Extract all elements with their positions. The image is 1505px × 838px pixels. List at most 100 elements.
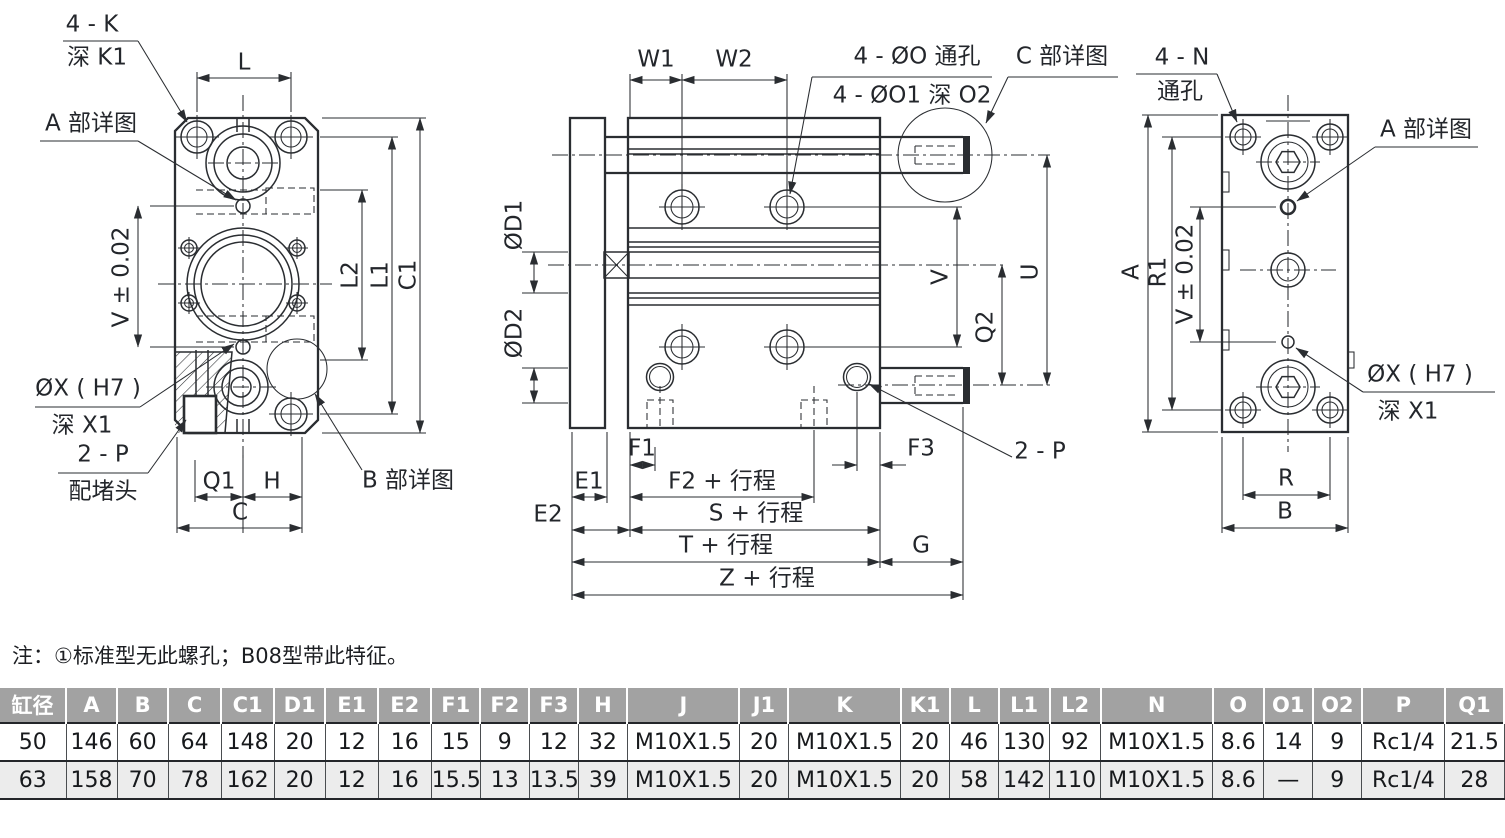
leader-label-plug: 配堵头 [69, 479, 138, 505]
table-header-cell: D1 [274, 688, 327, 723]
dim-label-r: R [1278, 466, 1294, 492]
table-cell: M10X1.5 [627, 723, 740, 761]
table-cell: 60 [117, 723, 169, 761]
leader-label-detail-c: C 部详图 [1016, 44, 1108, 70]
leader-label-o1: 4 - ØO1 深 O2 [833, 83, 992, 109]
table-cell: 58 [949, 761, 1000, 799]
right-view-dimensions: A R1 V ± 0.02 R B [1119, 114, 1349, 533]
leader-label-4n: 4 - N [1155, 45, 1210, 71]
table-header-cell: L2 [1049, 688, 1102, 723]
dim-label-vm: V [928, 269, 954, 285]
table-cell: 64 [168, 723, 222, 761]
table-cell: M10X1.5 [627, 761, 740, 799]
leader-label-detail-b: B 部详图 [362, 468, 454, 494]
table-cell: Rc1/4 [1361, 723, 1446, 761]
table-header-cell: K1 [900, 688, 951, 723]
table-cell: 32 [578, 723, 628, 761]
dim-label-e2: E2 [533, 502, 562, 528]
table-cell: 8.6 [1212, 761, 1265, 799]
table-cell: 20 [274, 723, 326, 761]
table-header-cell: 缸径 [0, 688, 68, 723]
leader-label-x: ØX ( H7 ) [35, 376, 141, 402]
dim-label-c1: C1 [396, 260, 422, 291]
dim-label-b: B [1277, 499, 1293, 525]
footnote: 注：①标准型无此螺孔；B08型带此特征。 [12, 644, 408, 668]
left-view-dimensions: L V ± 0.02 L2 L1 C1 Q1 H C [109, 50, 426, 533]
dim-label-z: Z + 行程 [719, 566, 815, 592]
table-cell: 9 [480, 723, 530, 761]
table-cell: 20 [900, 761, 951, 799]
table-cell: 8.6 [1212, 723, 1265, 761]
table-cell: 20 [739, 761, 789, 799]
table-cell: 13.5 [529, 761, 579, 799]
dim-label-s: S + 行程 [709, 501, 804, 527]
table-cell: 158 [66, 761, 118, 799]
leader-label-x-r: ØX ( H7 ) [1367, 362, 1473, 388]
table-cell: 9 [1312, 723, 1363, 761]
table-cell: 148 [221, 723, 275, 761]
table-cell: 50 [0, 723, 67, 761]
dim-label-g: G [912, 533, 930, 559]
table-header-cell: O [1212, 688, 1265, 723]
table-header-cell: H [578, 688, 629, 723]
table-cell: 63 [0, 761, 67, 799]
dim-label-q2: Q2 [973, 311, 999, 344]
dim-label-e1: E1 [574, 469, 603, 495]
table-cell: 110 [1049, 761, 1102, 799]
left-view: L V ± 0.02 L2 L1 C1 Q1 H C 4 - K 深 K1 A … [35, 12, 454, 533]
table-row: 50 146 60 64 148 20 12 16 15 9 12 32 M10… [0, 723, 1505, 761]
dim-label-l2: L2 [338, 261, 364, 288]
table-cell: 20 [900, 723, 951, 761]
table-cell: M10X1.5 [1100, 723, 1214, 761]
table-cell: 15.5 [431, 761, 481, 799]
table-header-cell: K [788, 688, 902, 723]
table-header-cell: E2 [378, 688, 433, 723]
dim-label-u: U [1018, 264, 1044, 281]
leader-label-detail-a: A 部详图 [45, 111, 137, 137]
table-header-cell: Q1 [1444, 688, 1505, 723]
dim-label-w1: W1 [637, 47, 674, 73]
dim-label-d1: ØD1 [502, 200, 528, 250]
table-cell: 78 [168, 761, 222, 799]
table-cell: 16 [378, 761, 432, 799]
table-header-row: 缸径 A B C C1 D1 E1 E2 F1 F2 F3 H J J1 K K… [0, 688, 1505, 723]
table-header-cell: C1 [221, 688, 276, 723]
table-cell: 162 [221, 761, 275, 799]
table-cell: 14 [1263, 723, 1314, 761]
table-header-cell: O2 [1312, 688, 1363, 723]
leader-label-x1-r: 深 X1 [1378, 399, 1439, 425]
middle-view-dimensions: W1 W2 ØD1 ØD2 V Q2 U F1 E1 F2 + 行程 [502, 47, 1052, 600]
leader-label-k1: 深 K1 [67, 45, 127, 71]
dim-label-w2: W2 [715, 47, 752, 73]
dim-label-v: V ± 0.02 [109, 227, 135, 328]
table-row: 63 158 70 78 162 20 12 16 15.5 13 13.5 3… [0, 761, 1505, 799]
table-header-cell: C [168, 688, 223, 723]
dimension-table: 缸径 A B C C1 D1 E1 E2 F1 F2 F3 H J J1 K K… [0, 688, 1505, 800]
dim-label-vr: V ± 0.02 [1173, 224, 1199, 325]
table-header-cell: J1 [739, 688, 790, 723]
leader-label-detail-a-r: A 部详图 [1380, 117, 1472, 143]
technical-drawing: L V ± 0.02 L2 L1 C1 Q1 H C 4 - K 深 K1 A … [35, 12, 1495, 600]
table-header-cell: F1 [431, 688, 482, 723]
table-cell: 46 [949, 723, 1000, 761]
table-cell: 12 [529, 723, 579, 761]
dim-label-f1: F1 [628, 436, 656, 462]
middle-view: W1 W2 ØD1 ØD2 V Q2 U F1 E1 F2 + 行程 [502, 44, 1118, 600]
table-cell: 70 [117, 761, 169, 799]
table-cell: 21.5 [1444, 723, 1505, 761]
table-header-cell: J [627, 688, 741, 723]
table-cell: M10X1.5 [1100, 761, 1214, 799]
leader-label-o: 4 - ØO 通孔 [853, 44, 980, 70]
table-cell: 12 [325, 723, 379, 761]
dim-label-l1: L1 [368, 261, 394, 288]
table-cell: M10X1.5 [788, 723, 902, 761]
leader-label-2p: 2 - P [77, 442, 129, 468]
table-header-cell: F2 [480, 688, 531, 723]
table-cell: 20 [739, 723, 789, 761]
table-cell: 146 [66, 723, 118, 761]
right-view-leaders: 4 - N 通孔 A 部详图 ØX ( H7 ) 深 X1 [1136, 45, 1495, 425]
table-cell: 142 [998, 761, 1051, 799]
table-header-cell: N [1100, 688, 1214, 723]
table-header-cell: F3 [529, 688, 580, 723]
